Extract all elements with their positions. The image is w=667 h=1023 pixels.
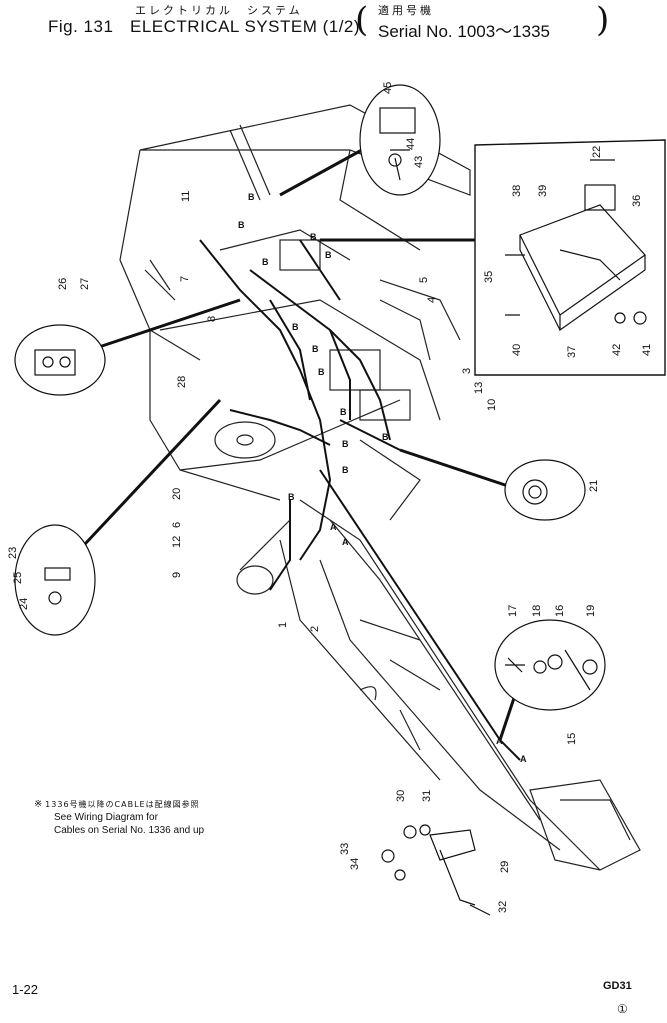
part-number-21: 21 [588, 480, 600, 492]
part-number-23: 23 [7, 547, 19, 559]
right-paren: ) [596, 0, 610, 40]
part-number-8: 8 [206, 316, 218, 322]
wire-marker-b: B [340, 407, 347, 417]
figure-label: Fig. 131 [48, 17, 114, 36]
wire-marker-b: B [248, 192, 255, 202]
part-number-27: 27 [79, 278, 91, 290]
part-number-44: 44 [405, 138, 417, 150]
wire-marker-b: B [238, 220, 245, 230]
page-title: ELECTRICAL SYSTEM (1/2) [130, 17, 361, 36]
part-number-2: 2 [309, 626, 321, 632]
part-number-5: 5 [418, 277, 430, 283]
wire-marker-b: B [342, 439, 349, 449]
wire-marker-b: B [342, 465, 349, 475]
part-number-33: 33 [339, 843, 351, 855]
part-number-22: 22 [591, 146, 603, 158]
part-number-12: 12 [171, 536, 183, 548]
part-number-16: 16 [554, 605, 566, 617]
part-number-45: 45 [382, 82, 394, 94]
part-number-26: 26 [57, 278, 69, 290]
part-number-29: 29 [499, 861, 511, 873]
part-number-9: 9 [171, 572, 183, 578]
part-number-4: 4 [426, 297, 438, 303]
part-number-43: 43 [413, 156, 425, 168]
part-number-24: 24 [18, 598, 30, 610]
wire-marker-b: B [318, 367, 325, 377]
part-number-11: 11 [180, 191, 192, 202]
note-marker: ※ [34, 799, 43, 810]
model-code: GD31 [603, 980, 632, 992]
part-number-35: 35 [483, 271, 495, 283]
wire-marker-a: A [330, 522, 337, 532]
wire-marker-a: A [342, 537, 349, 547]
part-number-6: 6 [171, 522, 183, 528]
part-number-19: 19 [585, 605, 597, 617]
wire-marker-a: A [496, 736, 503, 746]
part-number-38: 38 [511, 185, 523, 197]
left-paren: ( [355, 0, 369, 40]
part-number-40: 40 [511, 344, 523, 356]
note-block: ※ 1336号機以降のCABLEは配線図参照 See Wiring Diagra… [34, 798, 204, 837]
part-number-36: 36 [631, 195, 643, 207]
part-number-25: 25 [12, 572, 24, 584]
part-number-15: 15 [566, 733, 578, 745]
part-number-28: 28 [176, 376, 188, 388]
part-number-37: 37 [566, 346, 578, 358]
note-line-1: See Wiring Diagram for [54, 812, 158, 823]
serial-range: Serial No. 1003～1335 [378, 22, 551, 41]
note-line-2: Cables on Serial No. 1336 and up [54, 825, 205, 836]
japanese-title: エレクトリカル システム [135, 4, 303, 17]
part-number-30: 30 [395, 790, 407, 802]
part-number-20: 20 [171, 488, 183, 500]
japanese-serial-label: 適用号機 [378, 4, 434, 17]
part-number-39: 39 [537, 185, 549, 197]
wire-marker-b: B [292, 322, 299, 332]
part-number-3: 3 [461, 368, 473, 374]
part-number-41: 41 [641, 344, 653, 356]
wire-marker-b: B [382, 432, 389, 442]
wire-marker-b: B [312, 344, 319, 354]
part-number-7: 7 [179, 276, 191, 282]
page-number: 1-22 [12, 982, 39, 997]
wire-marker-b: B [310, 232, 317, 242]
wire-marker-b: B [288, 492, 295, 502]
wire-marker-a: A [520, 754, 527, 764]
part-number-13: 13 [473, 382, 485, 394]
part-number-31: 31 [421, 790, 433, 802]
note-japanese: 1336号機以降のCABLEは配線図参照 [45, 800, 200, 809]
wire-marker-b: B [325, 250, 332, 260]
part-number-17: 17 [507, 605, 519, 617]
wire-marker-b: B [262, 257, 269, 267]
part-number-1: 1 [277, 622, 289, 628]
part-number-18: 18 [531, 605, 543, 617]
part-number-34: 34 [349, 858, 361, 870]
part-number-32: 32 [497, 901, 509, 913]
part-number-42: 42 [611, 344, 623, 356]
revision-mark: ① [617, 1002, 628, 1016]
part-number-10: 10 [486, 399, 498, 411]
